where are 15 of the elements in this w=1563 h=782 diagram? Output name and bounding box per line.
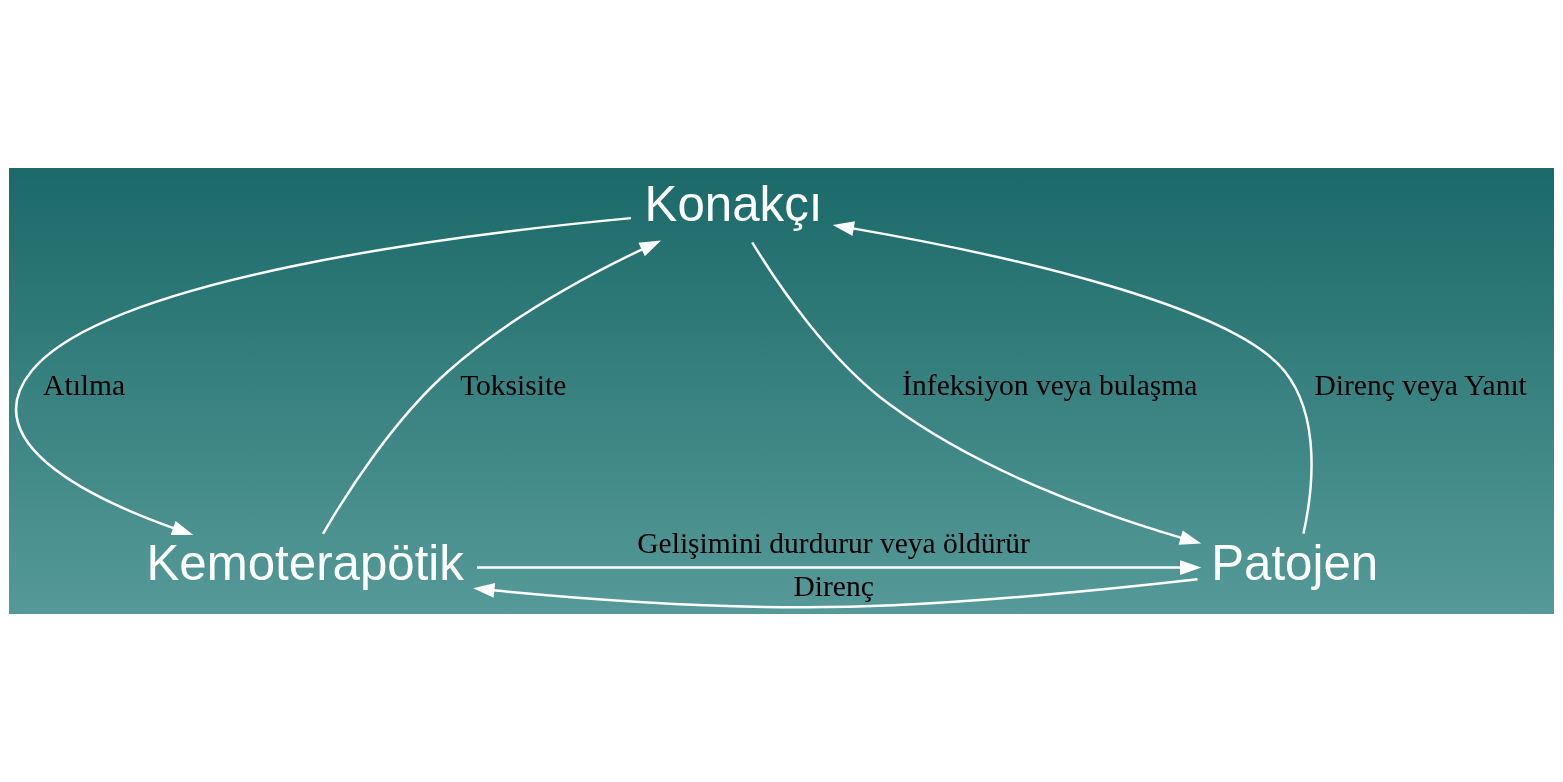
node-text: Kemoterapötik [146, 534, 464, 590]
edge-label: Toksisite [460, 369, 567, 402]
edge-label: Direnç [793, 570, 874, 603]
arrow [473, 578, 1198, 609]
edge-label: Direnç veya Yanıt [1314, 369, 1527, 402]
arrow [321, 240, 661, 535]
edge-label: Atılma [43, 369, 126, 402]
arrow [15, 216, 632, 536]
arrow [477, 560, 1202, 576]
arrow [751, 241, 1202, 545]
edge-label: Gelişimini durdurur veya öldürür [637, 527, 1030, 560]
node-text: Patojen [1211, 534, 1379, 590]
arrow [832, 221, 1313, 535]
edge-label: İnfeksiyon veya bulaşma [902, 369, 1198, 402]
node-text: Konakçı [644, 175, 823, 231]
